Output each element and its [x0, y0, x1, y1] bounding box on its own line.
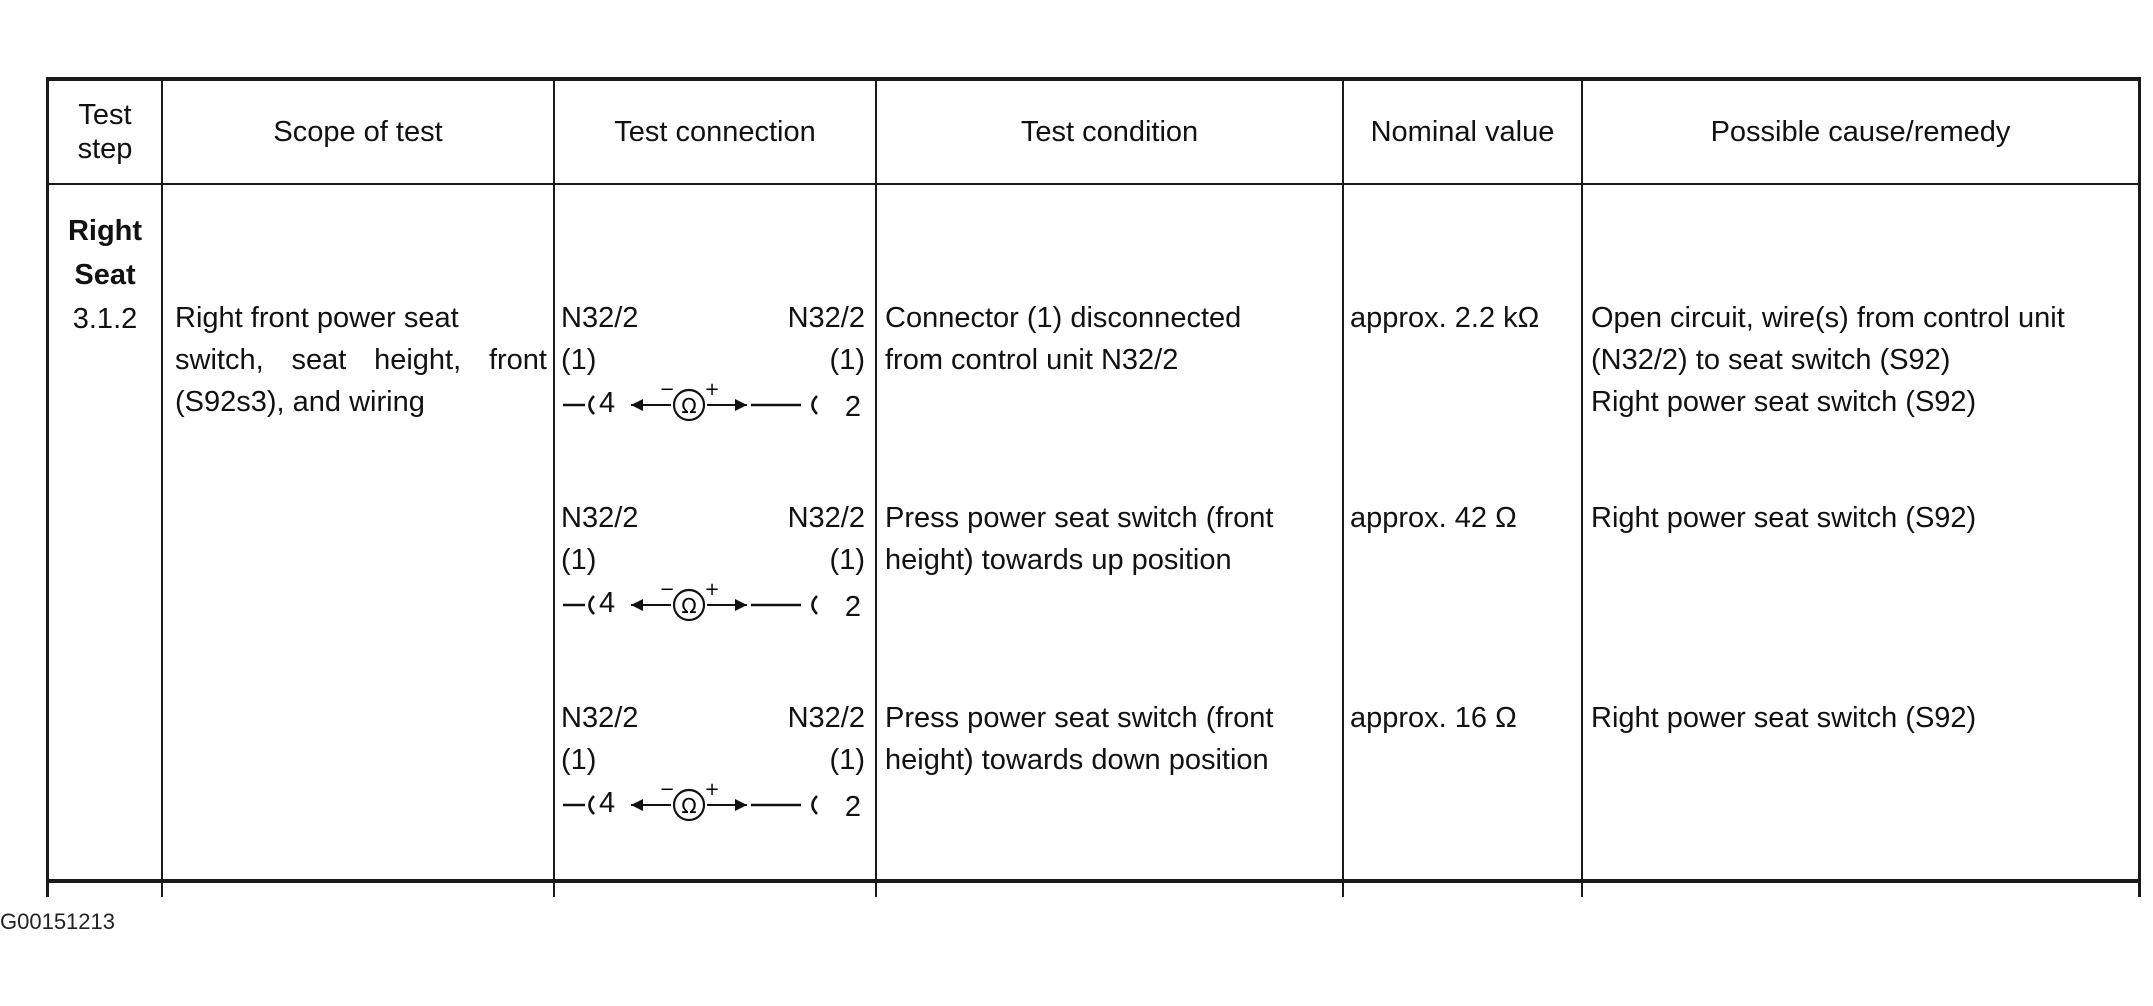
nominal-value-1: approx. 2.2 kΩ — [1350, 302, 1540, 334]
header-remedy: Possible cause/remedy — [1581, 81, 2141, 185]
remedy-block-2: Right power seat switch (S92) — [1583, 497, 2138, 697]
minus-sign: − — [659, 583, 674, 600]
condition-block-3: Press power seat switch (front height) t… — [877, 697, 1342, 897]
nominal-value-2: approx. 42 Ω — [1350, 502, 1517, 534]
remedy-cell: Open circuit, wire(s) from control unit … — [1581, 184, 2141, 897]
condition-line2: height) towards up position — [885, 544, 1232, 576]
ohmmeter-connection: Ω − + 4 2 — [561, 781, 865, 825]
connector-left-label: N32/2 — [561, 502, 639, 534]
plus-sign: + — [704, 583, 719, 600]
pin-group-right: (1) — [829, 544, 865, 576]
pin-group-left: (1) — [561, 544, 597, 576]
condition-cell: Connector (1) disconnected from control … — [875, 184, 1344, 897]
ohmmeter-icon: Ω − + — [563, 383, 818, 422]
connection-block-1: N32/2 N32/2 (1) (1) — [555, 297, 875, 497]
remedy-block-3: Right power seat switch (S92) — [1583, 697, 2138, 897]
pin-group-left: (1) — [561, 744, 597, 776]
condition-line2: height) towards down position — [885, 744, 1269, 776]
condition-line1: Connector (1) disconnected — [885, 302, 1242, 334]
test-procedure-table: Test step Scope of test Test connection … — [46, 81, 2141, 897]
nominal-cell: approx. 2.2 kΩ approx. 42 Ω approx. 16 Ω — [1342, 184, 1583, 897]
step-label-line2: Seat — [74, 259, 136, 291]
scope-cell: Right front power seat switch, seat heig… — [161, 184, 555, 897]
pin-left: 4 — [599, 387, 616, 419]
connection-block-2: N32/2 N32/2 (1) (1) — [555, 497, 875, 697]
pin-right: 2 — [844, 591, 861, 623]
step-number: 3.1.2 — [72, 303, 138, 335]
pin-left: 4 — [599, 787, 616, 819]
table-row: Right Seat 3.1.2 Right front power seat … — [46, 184, 2141, 897]
remedy-line1: Right power seat switch (S92) — [1591, 702, 1977, 734]
connector-right-label: N32/2 — [787, 702, 865, 734]
condition-line1: Press power seat switch (front — [885, 502, 1274, 534]
remedy-block-1: Open circuit, wire(s) from control unit … — [1583, 297, 2138, 497]
condition-line2: from control unit N32/2 — [885, 344, 1179, 376]
pin-group-left: (1) — [561, 344, 597, 376]
pin-left: 4 — [599, 587, 616, 619]
header-condition: Test condition — [875, 81, 1344, 185]
header-scope: Scope of test — [161, 81, 555, 185]
header-connection: Test connection — [553, 81, 877, 185]
pin-right: 2 — [844, 791, 861, 823]
minus-sign: − — [659, 383, 674, 400]
ohm-glyph: Ω — [681, 394, 696, 418]
condition-block-2: Press power seat switch (front height) t… — [877, 497, 1342, 697]
scope-line1: Right front power seat — [175, 302, 459, 334]
plus-sign: + — [704, 783, 719, 800]
figure-code: G00151213 — [0, 909, 115, 934]
minus-sign: − — [659, 783, 674, 800]
test-step-cell: Right Seat 3.1.2 — [46, 184, 163, 897]
remedy-line3: Right power seat switch (S92) — [1591, 386, 1977, 418]
ohmmeter-icon: Ω − + — [563, 583, 818, 622]
pin-right: 2 — [844, 391, 861, 423]
connector-right-label: N32/2 — [787, 302, 865, 334]
test-procedure-sheet: Test step Scope of test Test connection … — [46, 77, 2141, 897]
connector-left-label: N32/2 — [561, 302, 639, 334]
header-test-step: Test step — [46, 81, 163, 185]
pin-group-right: (1) — [829, 344, 865, 376]
remedy-line1: Open circuit, wire(s) from control unit — [1591, 302, 2065, 334]
nominal-value-3: approx. 16 Ω — [1350, 702, 1517, 734]
remedy-line1: Right power seat switch (S92) — [1591, 502, 1977, 534]
table-header-row: Test step Scope of test Test connection … — [46, 81, 2141, 185]
plus-sign: + — [704, 383, 719, 400]
connector-left-label: N32/2 — [561, 702, 639, 734]
connection-block-3: N32/2 N32/2 (1) (1) — [555, 697, 875, 897]
connection-cell: N32/2 N32/2 (1) (1) — [553, 184, 877, 897]
pin-group-right: (1) — [829, 744, 865, 776]
remedy-line2: (N32/2) to seat switch (S92) — [1591, 344, 1951, 376]
ohm-glyph: Ω — [681, 594, 696, 618]
scope-line3: (S92s3), and wiring — [175, 386, 425, 418]
ohm-glyph: Ω — [681, 794, 696, 818]
scope-line2: switch, seat height, front — [175, 344, 547, 376]
ohmmeter-connection: Ω − + 4 2 — [561, 381, 865, 425]
connector-right-label: N32/2 — [787, 502, 865, 534]
condition-line1: Press power seat switch (front — [885, 702, 1274, 734]
header-nominal: Nominal value — [1342, 81, 1583, 185]
condition-block-1: Connector (1) disconnected from control … — [877, 297, 1342, 497]
ohmmeter-icon: Ω − + — [563, 783, 818, 822]
step-label-line1: Right — [67, 215, 143, 247]
ohmmeter-connection: Ω − + 4 2 — [561, 581, 865, 625]
